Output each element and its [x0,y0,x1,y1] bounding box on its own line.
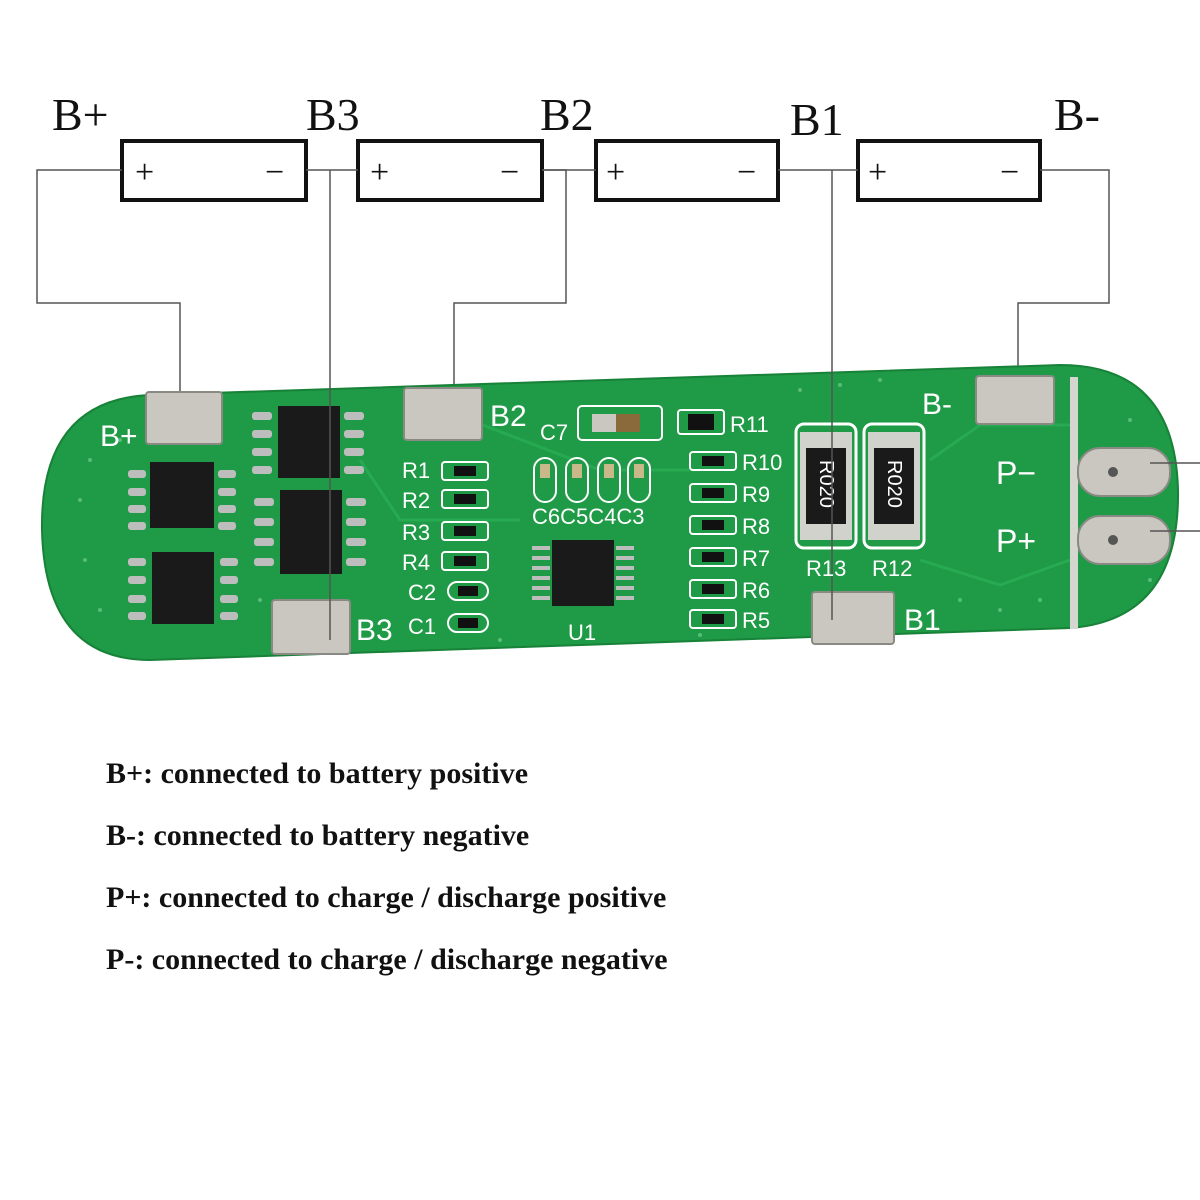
shunt-r12-marking: R020 [883,460,905,508]
cell-4-minus: − [1000,154,1019,191]
silk-r7: R7 [742,546,770,571]
cell-1-minus: − [265,154,284,191]
wire-b-minus [1017,169,1110,378]
pad-b-minus [975,375,1055,425]
pcb-label-b3: B3 [356,614,393,647]
cell-3-minus: − [737,154,756,191]
battery-cell-3: + − [594,139,780,202]
pcb-label-b2: B2 [490,400,527,433]
node-label-b-minus: B- [1054,89,1100,140]
cell-4-plus: + [868,154,887,191]
wire-b-plus [36,169,181,392]
pcb-silkscreen: C7 R11 R10 R9 R8 R7 R6 R5 R1 R2 R3 R4 C2… [402,412,912,645]
battery-cell-1: + − [120,139,308,202]
pad-b-plus [145,391,223,445]
pcb-label-p-minus: P− [996,455,1036,491]
pad-p-minus [1077,447,1171,497]
legend-b-plus: B+: connected to battery positive [106,757,529,790]
silk-c6c5c4c3: C6C5C4C3 [532,504,645,529]
cell-1-plus: + [135,154,154,191]
silk-c7: C7 [540,420,568,445]
pin-legend: B+: connected to battery positive B-: co… [106,752,668,1000]
controller-ic-u1 [532,540,634,606]
silk-r9: R9 [742,482,770,507]
pcb-label-b-minus: B- [922,388,952,421]
silk-u1: U1 [568,620,596,645]
battery-cell-2: + − [356,139,544,202]
silk-r5: R5 [742,608,770,633]
shunt-resistors: R020 R020 [794,422,926,550]
silk-r2: R2 [402,488,430,513]
cell-2-plus: + [370,154,389,191]
battery-cell-4: + − [856,139,1042,202]
node-label-b1: B1 [790,94,844,145]
cell-2-minus: − [500,154,519,191]
silk-c2: C2 [408,580,436,605]
pcb-label-b-plus: B+ [100,420,138,453]
node-label-b-plus: B+ [52,89,109,140]
silk-r1: R1 [402,458,430,483]
capacitors [533,405,663,503]
wire-b2 [453,169,567,390]
legend-p-plus: P+: connected to charge / discharge posi… [106,881,667,914]
pad-p-plus [1077,515,1171,565]
silk-r4: R4 [402,550,430,575]
legend-p-minus: P-: connected to charge / discharge nega… [106,943,668,976]
node-label-b3: B3 [306,89,360,140]
legend-b-minus: B-: connected to battery negative [106,819,530,852]
node-label-b2: B2 [540,89,594,140]
pcb-label-p-plus: P+ [996,523,1036,559]
silk-r12: R12 [872,556,912,581]
silk-r6: R6 [742,578,770,603]
silk-r11: R11 [730,412,769,437]
pcb-label-b1: B1 [904,604,941,637]
silk-r3: R3 [402,520,430,545]
cell-3-plus: + [606,154,625,191]
shunt-r13-marking: R020 [815,460,837,508]
pcb-pad-labels: B+ B2 B3 B1 B- P− P+ [100,388,1036,647]
silk-r8: R8 [742,514,770,539]
silk-r13: R13 [806,556,846,581]
via-dots [78,378,1152,642]
silk-r10: R10 [742,450,782,475]
pad-b2 [403,387,483,441]
silk-c1: C1 [408,614,436,639]
pad-b1 [811,591,895,645]
pcb-pads [145,375,1171,655]
pad-b3 [271,599,351,655]
wiring [36,169,1110,392]
